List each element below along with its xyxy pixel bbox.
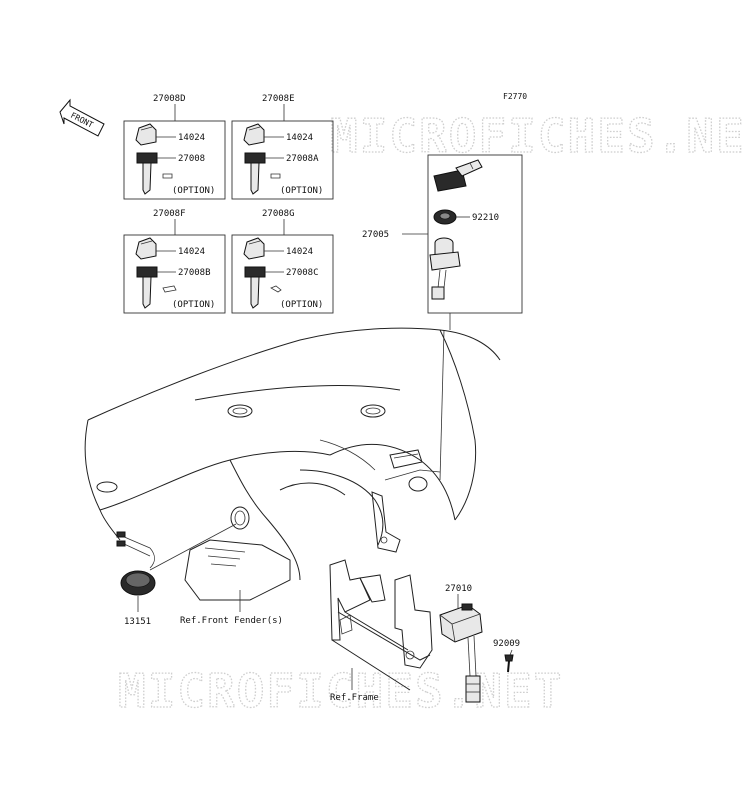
ignition-assembly: 27005 92210 bbox=[362, 154, 523, 481]
key-set-g-number: 27008G bbox=[262, 209, 295, 219]
tag-icon bbox=[162, 173, 173, 179]
ignition-key-icon bbox=[433, 159, 483, 192]
key-set-f-option: (OPTION) bbox=[172, 300, 215, 310]
front-fender-outline bbox=[84, 327, 501, 601]
key-set-g: 27008G 14024 27008C (OPTION) bbox=[231, 209, 334, 314]
nut-icon bbox=[433, 209, 457, 225]
key-set-e-option: (OPTION) bbox=[280, 186, 323, 196]
key-set-g-bottom-part: 27008C bbox=[286, 268, 319, 278]
ref-front-fender: Ref.Front Fender(s) bbox=[180, 616, 283, 626]
ref-frame: Ref.Frame bbox=[330, 693, 379, 703]
key-set-f-top-part: 14024 bbox=[178, 247, 205, 257]
front-arrow-icon: FRONT bbox=[59, 98, 105, 137]
key-icon bbox=[244, 266, 266, 309]
key-set-e-bottom-part: 27008A bbox=[286, 154, 319, 164]
horn-switch: 13151 bbox=[116, 523, 237, 627]
relay: 27010 bbox=[439, 584, 483, 703]
key-set-d-top-part: 14024 bbox=[178, 133, 205, 143]
key-set-f: 27008F 14024 27008B (OPTION) bbox=[123, 209, 226, 314]
key-set-d: 27008D 14024 27008 (OPTION) bbox=[123, 94, 226, 200]
key-set-d-option: (OPTION) bbox=[172, 186, 215, 196]
key-cap-icon bbox=[135, 237, 157, 260]
watermark-top: MICROFICHES.NET bbox=[330, 109, 742, 163]
bolt-part: 92009 bbox=[493, 639, 520, 649]
key-set-d-bottom-part: 27008 bbox=[178, 154, 205, 164]
ignition-set-number: 27005 bbox=[362, 230, 389, 240]
key-icon bbox=[136, 266, 158, 309]
key-set-e-number: 27008E bbox=[262, 94, 295, 104]
key-icon bbox=[244, 152, 266, 195]
key-set-f-number: 27008F bbox=[153, 209, 186, 219]
key-set-g-option: (OPTION) bbox=[280, 300, 323, 310]
figure-code: F2770 bbox=[503, 92, 527, 101]
tag-icon bbox=[270, 285, 282, 293]
key-cap-icon bbox=[243, 237, 265, 260]
watermark-bottom: MICROFICHES.NET bbox=[118, 664, 563, 718]
frame-part bbox=[329, 559, 433, 691]
key-cap-icon bbox=[135, 123, 157, 146]
key-icon bbox=[136, 152, 158, 195]
fender-hole-1 bbox=[227, 404, 253, 418]
key-set-g-top-part: 14024 bbox=[286, 247, 313, 257]
relay-part: 27010 bbox=[445, 584, 472, 594]
tag-icon bbox=[270, 173, 281, 179]
ignition-switch-icon bbox=[429, 237, 461, 300]
ignition-nut-part: 92210 bbox=[472, 213, 499, 223]
key-set-f-bottom-part: 27008B bbox=[178, 268, 211, 278]
bolt: 92009 bbox=[493, 639, 520, 673]
tag-icon bbox=[162, 285, 177, 293]
key-set-e-top-part: 14024 bbox=[286, 133, 313, 143]
key-set-d-number: 27008D bbox=[153, 94, 186, 104]
key-cap-icon bbox=[243, 123, 265, 146]
key-set-e: 27008E 14024 27008A (OPTION) bbox=[231, 94, 334, 200]
horn-switch-part: 13151 bbox=[124, 617, 151, 627]
